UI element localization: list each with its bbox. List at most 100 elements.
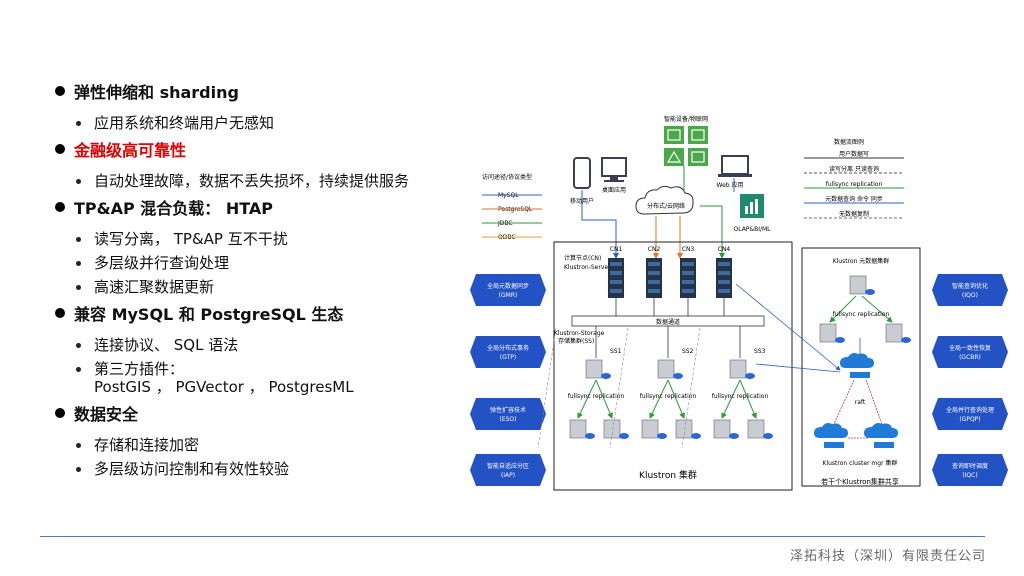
feature-box [932, 336, 1008, 368]
protocol-legend-title: 访问途径/协议类型 [482, 173, 532, 181]
sub-bullet-dot-icon [76, 467, 81, 472]
bullet-level2: 自动处理故障，数据不丢失损坏，持续提供服务 [52, 172, 472, 190]
feature-box-title: 全局并行查询处理 [946, 406, 994, 414]
pc-label: 桌面应用 [602, 186, 626, 194]
sub-bullet-dot-icon [76, 237, 81, 242]
sub-bullet-dot-icon [76, 121, 81, 126]
klustron-architecture-diagram: 全局元数据同步(GMR)全局分布式事务(GTP)弹性扩容技术(ESO)智能自适应… [468, 108, 1012, 500]
laptop-icon: Web 应用 [717, 155, 752, 189]
bullet-dot-icon [55, 408, 65, 418]
bullet-level2: 存储和连接加密 [52, 436, 472, 454]
bullet-level2: 多层级并行查询处理 [52, 254, 472, 272]
right-feature-boxes: 智能查询优化 (IQO) 全局一致性恢复 (GCBR) 全局并行查询处理 (GPQP) 查询… [932, 274, 1008, 486]
storage-subtitle: 存储集群(SS) [558, 337, 594, 345]
database-replica-icon [569, 419, 587, 439]
feature-box [470, 274, 546, 306]
feature-box-code: (GCBR) [959, 354, 981, 361]
cn-label: CN3 [682, 246, 695, 253]
feature-box-title: 智能查询优化 [952, 282, 988, 290]
fullsync-label: fullsync replication [640, 393, 697, 400]
server-icon [608, 258, 624, 298]
feature-box-code: (IQO) [962, 292, 978, 299]
bullet-text: TP&AP 混合负载： HTAP [74, 199, 274, 218]
cn-subtitle: Klustron-Server [564, 264, 611, 271]
feature-box-title: 全局元数据同步 [487, 282, 529, 290]
sub-bullet-dot-icon [76, 443, 81, 448]
feature-box-code: (IAP) [501, 472, 515, 479]
feature-box [470, 398, 546, 430]
data-channel-label: 数据通道 [656, 318, 680, 326]
legend-item-label: 用户数据写 [839, 150, 869, 158]
server-icon [646, 258, 662, 298]
bullet-level1: 金融级高可靠性 [52, 138, 472, 167]
feature-box-title: 全局一致性恢复 [949, 344, 991, 352]
bullet-level2: 连接协议、 SQL 语法 [52, 336, 472, 354]
feature-box-code: (GPQP) [959, 416, 980, 423]
database-server-icon [729, 359, 747, 379]
olap-bi-icon: OLAP&BI/ML [733, 194, 771, 233]
database-server-icon [657, 359, 675, 379]
bullet-level1: 数据安全 [52, 402, 472, 431]
bullet-level2: 多层级访问控制和有效性较验 [52, 460, 472, 478]
server-icon [716, 258, 732, 298]
feature-box [470, 454, 546, 486]
database-replica-icon [747, 419, 765, 439]
feature-box-title: 查询即时调度 [952, 462, 988, 470]
meta-fullsync: fullsync replication [833, 311, 890, 318]
devices-label: 智能设备/物联网 [664, 115, 708, 123]
web-label: Web 应用 [717, 181, 744, 189]
database-replica-icon [675, 419, 693, 439]
bullet-dot-icon [55, 308, 65, 318]
bullet-dot-icon [55, 86, 65, 96]
sub-bullet-text: 第三方插件： [94, 360, 185, 378]
cluster-mgr-nodes [814, 353, 898, 448]
sub-bullet-text: 多层级并行查询处理 [94, 254, 230, 272]
bullet-level1: 弹性伸缩和 sharding [52, 80, 472, 109]
raft-label: raft [855, 399, 866, 406]
cloud-network-icon: 分布式/云网络 [635, 185, 694, 215]
meta-cluster-nodes [819, 275, 911, 343]
sub-bullet-text: 读写分离， TP&AP 互不干扰 [94, 230, 288, 248]
sub-bullet-dot-icon [76, 367, 81, 372]
shard-label: SS3 [754, 348, 766, 355]
cn-title: 计算节点(CN) [564, 254, 601, 262]
shared-label: 若干个Klustron集群共享 [821, 477, 899, 486]
bullet-text: 金融级高可靠性 [74, 141, 187, 160]
olap-label: OLAP&BI/ML [733, 226, 771, 233]
bullet-level2: 应用系统和终端用户无感知 [52, 114, 472, 132]
feature-box [470, 336, 546, 368]
cn-label: CN1 [610, 246, 623, 253]
bullet-level1: TP&AP 混合负载： HTAP [52, 196, 472, 225]
feature-box-title: 全局分布式事务 [487, 344, 529, 352]
bullet-text: 弹性伸缩和 sharding [74, 83, 239, 102]
meta-title: Klustron 元数据集群 [833, 257, 890, 265]
sub-bullet-text: 自动处理故障，数据不丢失损坏，持续提供服务 [94, 172, 410, 190]
sub-bullet-text: PostGIS ， PGVector ， PostgresML [94, 378, 354, 396]
sub-bullet-text: 应用系统和终端用户无感知 [94, 114, 275, 132]
sub-bullet-dot-icon [76, 261, 81, 266]
legend-item-label: fullsync replication [826, 181, 883, 188]
cn-label: CN2 [648, 246, 661, 253]
meta-db-icon [819, 323, 837, 343]
shard-label: SS1 [610, 348, 622, 355]
bullet-text: 兼容 MySQL 和 PostgreSQL 生态 [74, 305, 344, 324]
storage-title: Klustron-Storage [554, 330, 605, 337]
legend-item-label: 无数据复制 [839, 210, 869, 218]
legend-title: 数据流图例 [834, 138, 864, 146]
feature-box [932, 398, 1008, 430]
company-footer: 泽拓科技（深圳）有限责任公司 [789, 549, 986, 564]
legend-item-label: 读写分离 只读查询 [829, 165, 879, 173]
bullet-text: 数据安全 [74, 405, 139, 424]
sub-bullet-dot-icon [76, 343, 81, 348]
meta-db-icon [849, 275, 867, 295]
sub-bullet-text: 多层级访问控制和有效性较验 [94, 460, 290, 478]
database-replica-icon [603, 419, 621, 439]
database-server-icon [585, 359, 603, 379]
feature-box-code: (GMR) [499, 292, 518, 299]
fullsync-label: fullsync replication [568, 393, 625, 400]
protocol-legend: 访问途径/协议类型 MySQLPostgreSQLJDBCODBC [482, 173, 542, 241]
bullet-dot-icon [55, 202, 65, 212]
